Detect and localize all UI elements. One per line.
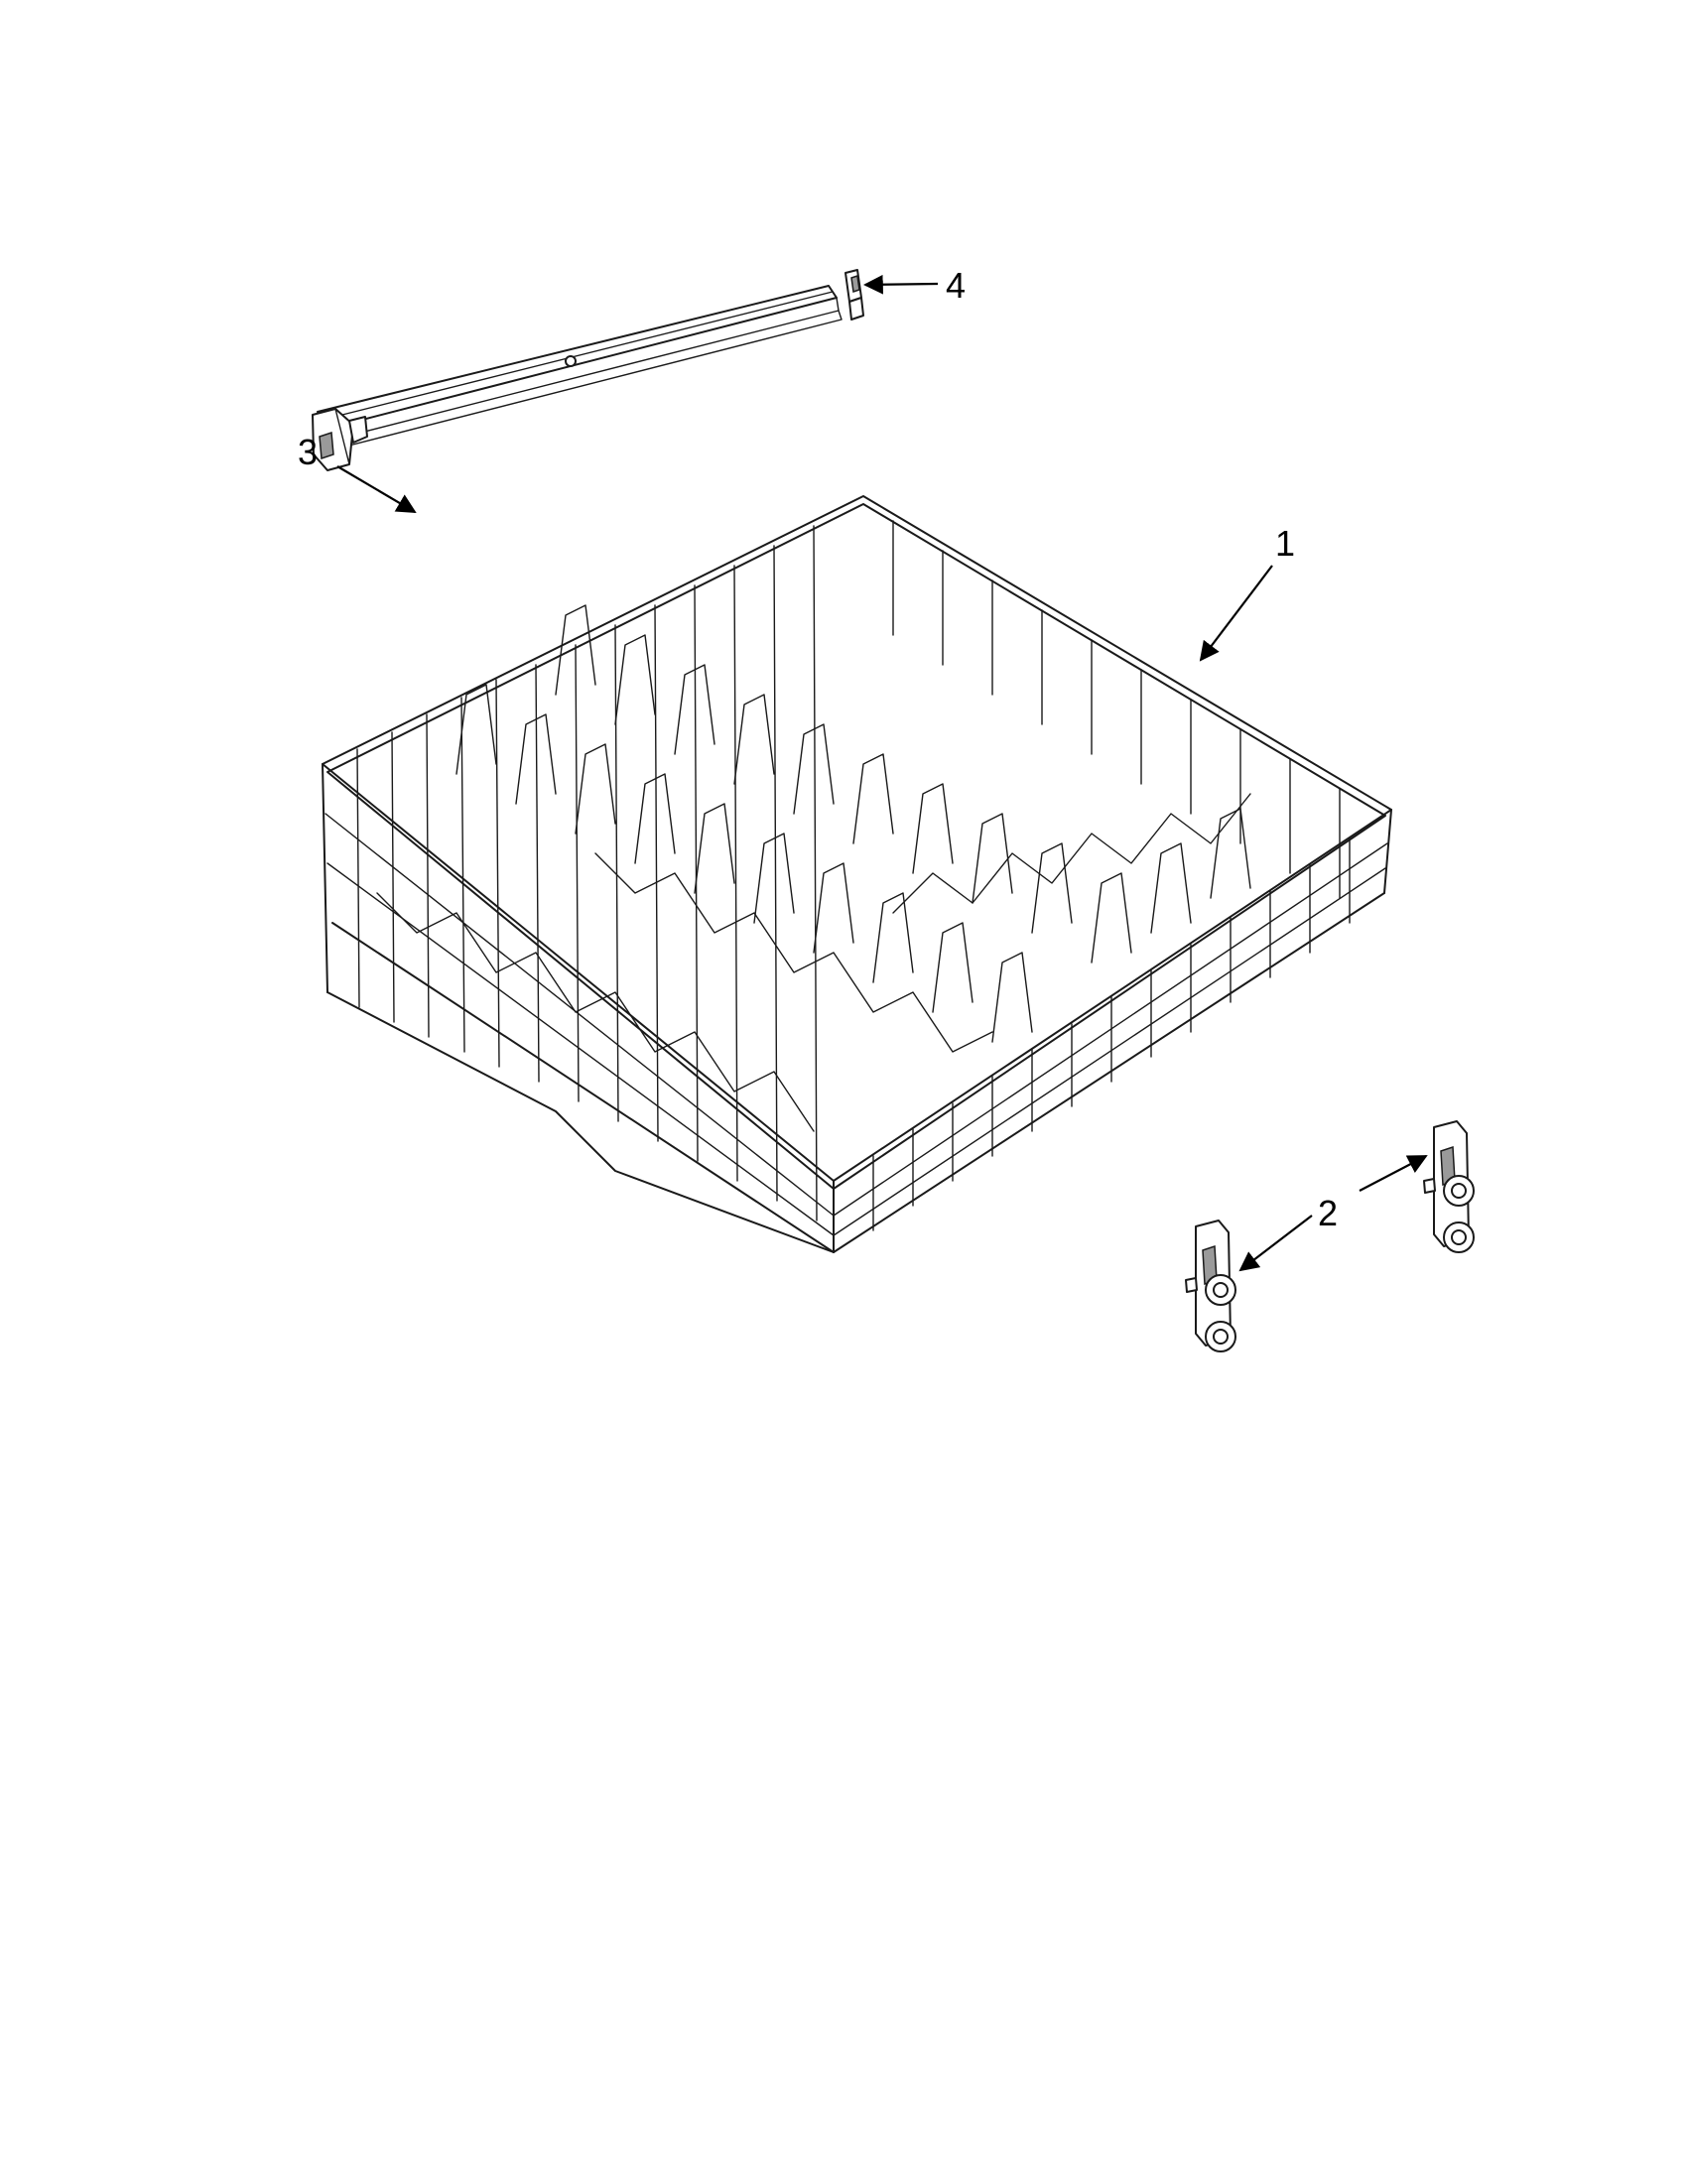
adjuster-part-left[interactable] — [1185, 1220, 1236, 1352]
callout-3-label: 3 — [298, 432, 318, 472]
callout-1-label: 1 — [1275, 523, 1295, 564]
callout-4-label: 4 — [946, 265, 966, 306]
rail-part[interactable] — [312, 285, 843, 471]
adjuster-part-right[interactable] — [1423, 1120, 1475, 1253]
leader-4 — [863, 274, 939, 295]
dishrack-part[interactable] — [322, 495, 1392, 1253]
leader-2a — [1238, 1215, 1313, 1272]
callout-2-label: 2 — [1318, 1193, 1338, 1233]
leader-3 — [336, 465, 417, 514]
leader-2b — [1359, 1155, 1428, 1192]
stop-clip-part[interactable] — [844, 269, 864, 321]
leader-1 — [1199, 565, 1273, 662]
